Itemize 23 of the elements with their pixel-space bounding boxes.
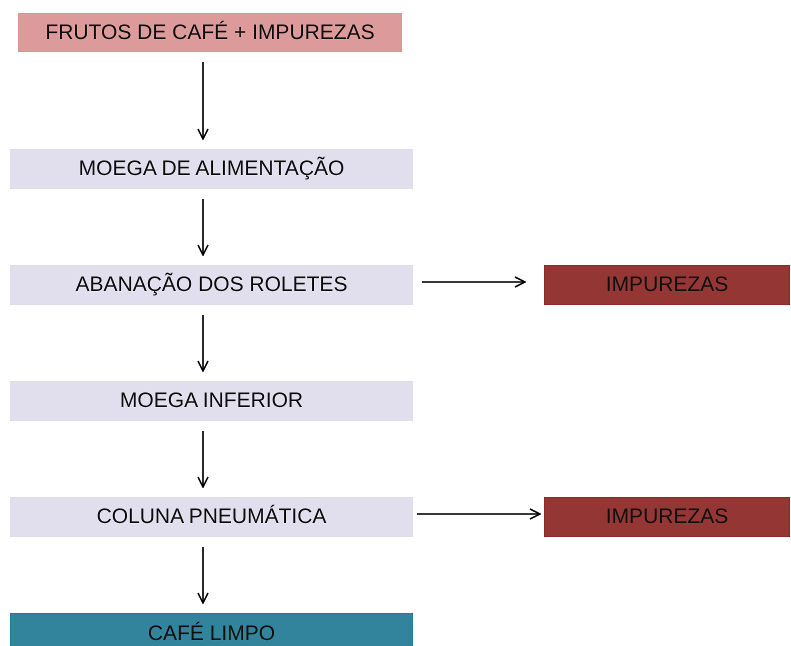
box-label: CAFÉ LIMPO — [148, 622, 276, 646]
arrow — [197, 547, 209, 604]
box-label: COLUNA PNEUMÁTICA — [96, 505, 326, 529]
box-label: MOEGA DE ALIMENTAÇÃO — [78, 157, 344, 181]
input-box — [18, 13, 402, 52]
box-label: MOEGA INFERIOR — [120, 389, 304, 413]
output-box — [544, 497, 790, 537]
process-box — [10, 265, 413, 305]
process-box — [10, 381, 413, 421]
process-box — [10, 149, 413, 189]
output-box — [10, 613, 413, 646]
arrow — [417, 508, 541, 520]
arrow — [197, 199, 209, 256]
box-label: IMPUREZAS — [606, 505, 728, 529]
arrow — [197, 431, 209, 488]
arrow — [197, 62, 209, 140]
arrow — [422, 276, 526, 288]
box-label: IMPUREZAS — [606, 273, 728, 297]
process-box — [10, 497, 413, 537]
output-box — [544, 265, 790, 305]
box-label: FRUTOS DE CAFÉ + IMPUREZAS — [45, 20, 375, 44]
arrow — [197, 315, 209, 372]
box-label: ABANAÇÃO DOS ROLETES — [76, 273, 348, 297]
